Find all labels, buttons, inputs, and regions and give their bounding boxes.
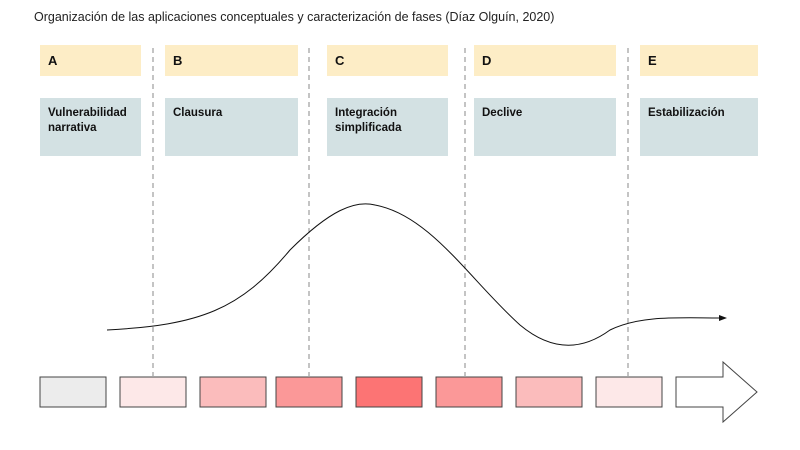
phase-a-name-line-2: narrativa: [48, 122, 97, 134]
phase-d-letter-box: D: [474, 45, 616, 76]
phase-d-name-box: Declive: [474, 98, 616, 156]
phase-b-letter-box: B: [165, 45, 298, 76]
phase-e-name-box: Estabilización: [640, 98, 758, 156]
phase-a-letter-box: A: [40, 45, 141, 76]
block-arrow-right-icon: [675, 360, 758, 424]
phase-b-name-line-1: Clausura: [173, 107, 223, 119]
phase-c-name-line-1: Integración: [335, 107, 397, 119]
intensity-box-3: [199, 376, 267, 408]
diagram-title: Organización de las aplicaciones concept…: [34, 10, 555, 24]
phase-b-letter: B: [173, 53, 183, 68]
phase-e-letter: E: [648, 53, 657, 68]
phase-e-letter-box: E: [640, 45, 758, 76]
phase-c-name-line-2: simplificada: [335, 122, 402, 134]
intensity-box-5: [355, 376, 423, 408]
phase-a-name-line-1: Vulnerabilidad: [48, 107, 127, 119]
intensity-box-7: [515, 376, 583, 408]
phase-a-letter: A: [48, 53, 58, 68]
intensity-box-2: [119, 376, 187, 408]
phase-c-letter: C: [335, 53, 345, 68]
intensity-box-4: [275, 376, 343, 408]
intensity-box-6: [435, 376, 503, 408]
intensity-box-8: [595, 376, 663, 408]
phase-d-name-line-1: Declive: [482, 107, 523, 119]
phase-c-letter-box: C: [327, 45, 448, 76]
phase-d-letter: D: [482, 53, 492, 68]
curve-arrowhead-icon: [719, 315, 727, 321]
phase-e-name-line-1: Estabilización: [648, 107, 725, 119]
phase-c-name-box: Integración simplificada: [327, 98, 448, 156]
phase-b-name-box: Clausura: [165, 98, 298, 156]
phase-a-name-box: Vulnerabilidad narrativa: [40, 98, 141, 156]
intensity-box-1: [39, 376, 107, 408]
narrative-curve-arrow: [106, 203, 721, 346]
